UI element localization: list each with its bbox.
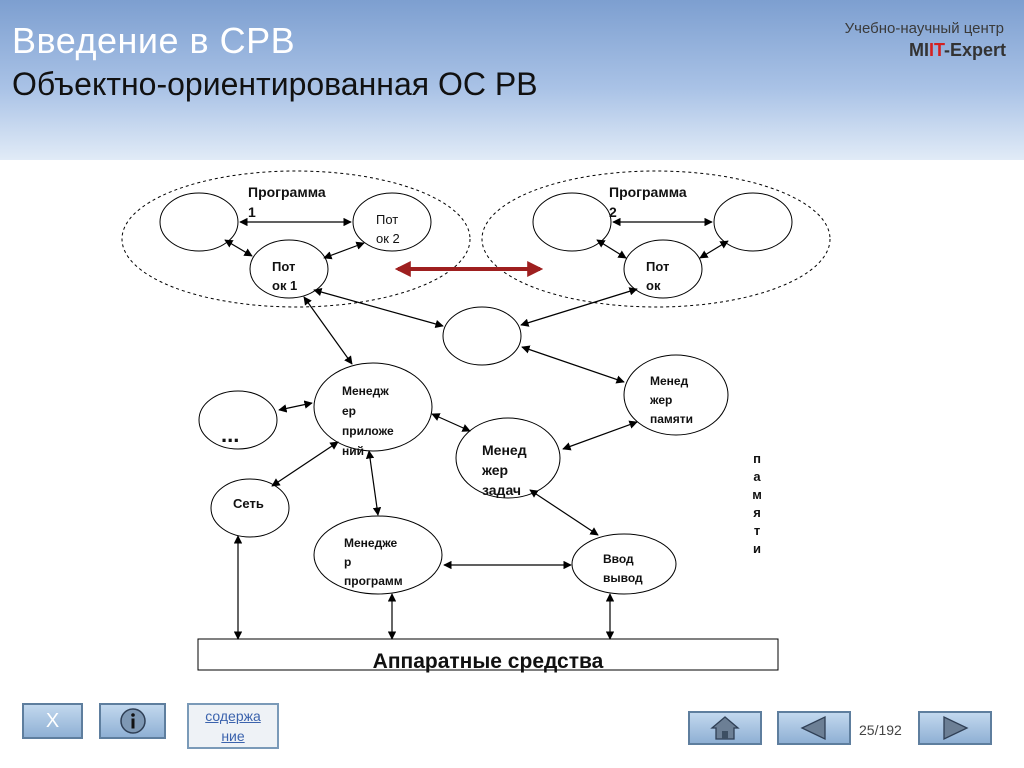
program2-group [481,170,831,308]
network-label: Сеть [233,496,264,511]
p2-left-to-thread [596,239,627,259]
contents-line1: содержа [205,708,261,724]
contents-line2: ние [221,728,245,744]
next-arrow-icon [943,715,969,741]
home-icon [710,716,740,740]
p2-thread-node [623,239,703,299]
memmgr-to-taskmgr [562,420,638,451]
brand-caption: Учебно-научный центр [844,20,1004,37]
p2thread-to-kernel [520,287,638,327]
p1-object-to-thread1 [224,239,253,257]
next-slide-button[interactable] [918,711,992,745]
prev-arrow-icon [800,715,826,741]
p2-object-left-node [532,192,612,252]
info-button[interactable] [99,703,166,739]
contents-link[interactable]: содержа ние [187,703,279,749]
program-manager-node [313,515,443,595]
kernel-node [442,306,522,366]
prev-slide-button[interactable] [777,711,851,745]
memory-manager-node [623,354,729,436]
ellipsis-to-appmgr [278,400,313,413]
home-button[interactable] [688,711,762,745]
appmgr-to-taskmgr [431,413,471,432]
slide-title: Введение в СРВ [12,20,296,61]
program1-group [121,170,471,308]
kernel-to-memmgr [521,345,625,384]
ellipsis-label: ... [221,422,240,447]
appmgr-to-progmgr [365,450,382,516]
appmgr-to-network [271,441,339,487]
io-node [571,533,677,595]
taskmgr-to-io [529,489,599,536]
p2-object-right-node [713,192,793,252]
slide-header: Введение в СРВ Объектно-ориентированная … [0,0,1024,160]
thread1-to-appmgr [303,296,353,365]
task-manager-node [455,417,561,499]
exit-label: X [45,709,60,732]
slide-subtitle: Объектно-ориентированная ОС РВ [12,66,538,102]
p2-right-to-thread [699,240,729,259]
p1-object-node [159,192,239,252]
network-node [210,478,290,538]
hardware-bar [197,638,779,671]
brand-logo: MIIT-Expert [908,40,1006,60]
info-icon [119,708,146,734]
exit-button[interactable]: X [22,703,83,739]
page-indicator: 25/192 [859,722,902,738]
hardware-label: Аппаратные средства [372,650,604,673]
p1-thread2-node [352,192,432,252]
thread1-to-kernel [313,287,444,329]
p1-thread1-node [249,239,329,299]
ellipsis-node [198,390,278,450]
p1-thread2-to-thread1 [323,241,365,260]
